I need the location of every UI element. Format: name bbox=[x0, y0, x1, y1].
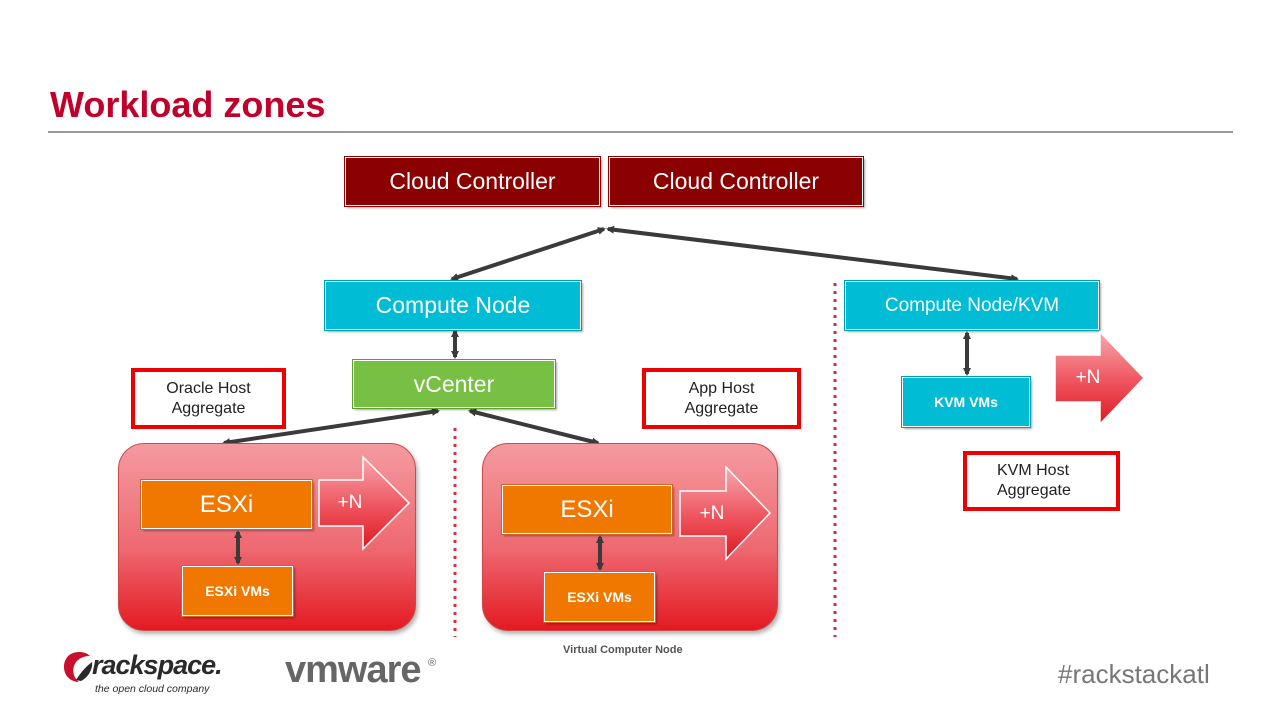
rackspace-logo: rackspace. the open cloud company bbox=[62, 648, 232, 696]
rackspace-tagline: the open cloud company bbox=[95, 683, 210, 695]
scale-out-arrow-left bbox=[318, 455, 411, 551]
scale-out-arrow-right bbox=[679, 465, 772, 561]
slide-title: Workload zones bbox=[50, 84, 326, 125]
compute-node[interactable]: Compute Node bbox=[324, 280, 582, 331]
arrow-controller-to-compute-node bbox=[450, 227, 606, 281]
esxi-host-left[interactable]: ESXi bbox=[140, 479, 313, 530]
vcenter[interactable]: vCenter bbox=[352, 359, 556, 409]
cloud-controller-1[interactable]: Cloud Controller bbox=[344, 156, 601, 207]
kvm-vms[interactable]: KVM VMs bbox=[901, 376, 1031, 428]
scale-out-arrow-kvm bbox=[1054, 330, 1146, 426]
esxi-host-right[interactable]: ESXi bbox=[501, 484, 673, 535]
scale-out-label-right: +N bbox=[699, 503, 725, 524]
arrow-vcenter-to-left-zone bbox=[222, 407, 440, 447]
arrow-controller-to-compute-node-kvm bbox=[606, 225, 1019, 283]
esxi-vms-left[interactable]: ESXi VMs bbox=[181, 565, 294, 617]
esxi-vms-right[interactable]: ESXi VMs bbox=[543, 571, 656, 623]
scale-out-label-left: +N bbox=[337, 492, 363, 513]
compute-node-kvm[interactable]: Compute Node/KVM bbox=[844, 280, 1100, 331]
rackspace-wordmark: rackspace. bbox=[92, 650, 223, 680]
vmware-registered-mark: ® bbox=[428, 657, 437, 669]
title-divider bbox=[48, 131, 1233, 133]
scale-out-label-kvm: +N bbox=[1075, 367, 1101, 388]
rackspace-swoosh-icon bbox=[64, 652, 93, 682]
cloud-controller-2[interactable]: Cloud Controller bbox=[608, 156, 864, 207]
hashtag: #rackstackatl bbox=[1058, 659, 1210, 689]
app-host-aggregate: App Host Aggregate bbox=[642, 368, 801, 429]
kvm-host-aggregate: KVM Host Aggregate bbox=[963, 451, 1120, 511]
oracle-host-aggregate: Oracle Host Aggregate bbox=[131, 368, 286, 429]
vmware-logo: vmware bbox=[285, 649, 422, 691]
virtual-computer-node-caption: Virtual Computer Node bbox=[563, 644, 683, 656]
arrow-vcenter-to-right-zone bbox=[468, 408, 600, 446]
